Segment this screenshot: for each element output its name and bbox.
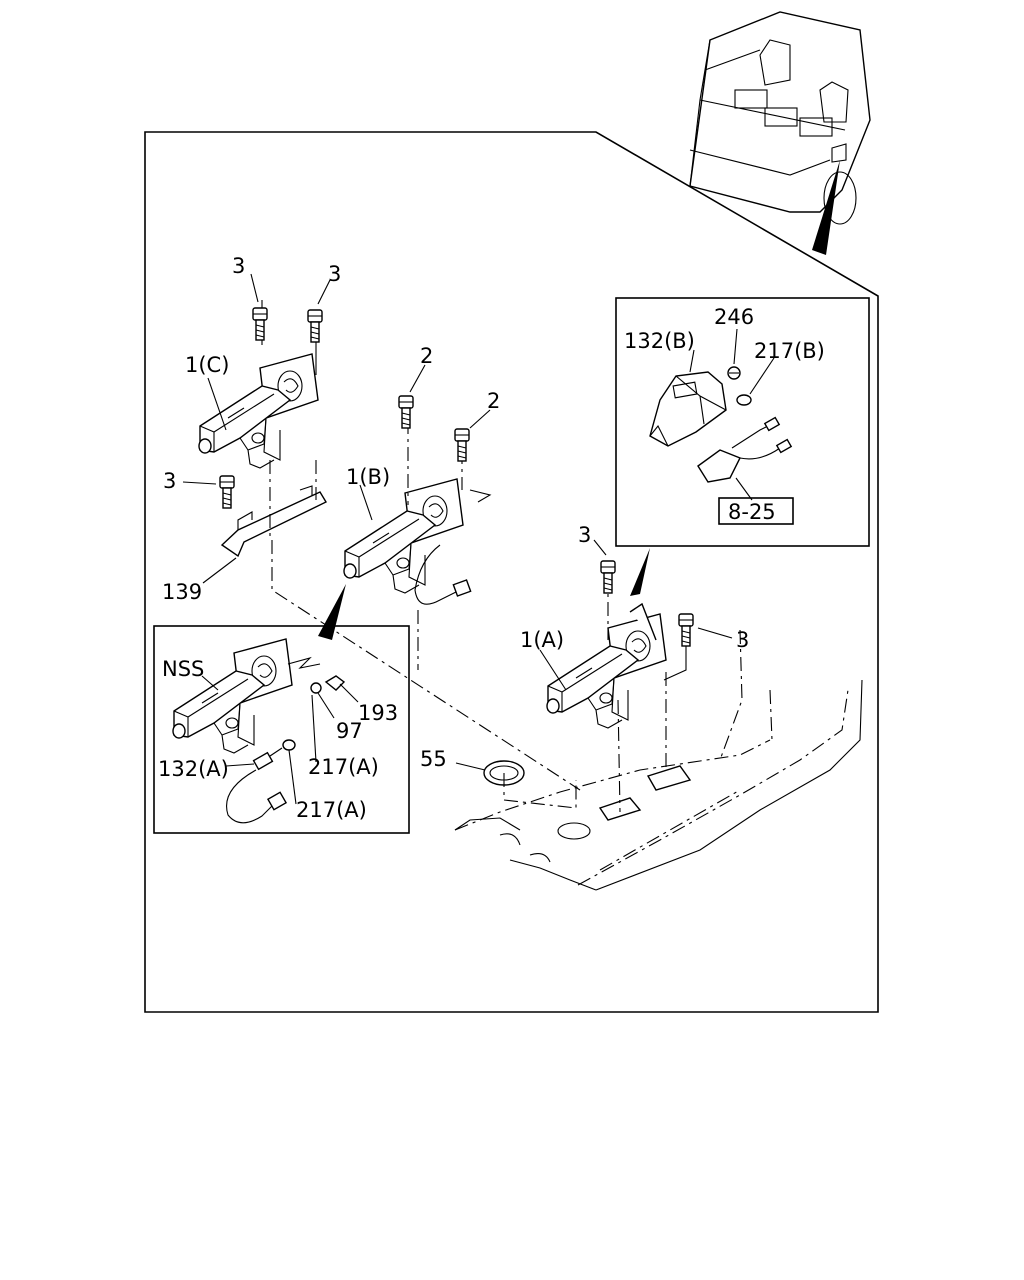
label-part-217a: 217(A) bbox=[308, 755, 379, 779]
label-part-217a: 217(A) bbox=[296, 798, 367, 822]
label-part-139: 139 bbox=[162, 580, 202, 604]
reference-box-8-25 bbox=[718, 497, 794, 525]
label-part-132b: 132(B) bbox=[624, 329, 695, 353]
diagram-frame bbox=[144, 131, 879, 1013]
parking-brake-lever-nss bbox=[172, 638, 321, 754]
bolt-icon bbox=[252, 307, 268, 341]
label-bolt-2: 2 bbox=[420, 344, 433, 368]
label-part-55: 55 bbox=[420, 747, 447, 771]
label-part-132a: 132(A) bbox=[158, 757, 229, 781]
detail-inset-nss bbox=[153, 625, 410, 834]
label-part-1b: 1(B) bbox=[346, 465, 390, 489]
bracket-139 bbox=[220, 460, 327, 558]
parking-brake-lever-1a bbox=[546, 575, 687, 729]
parking-brake-lever-1b bbox=[343, 420, 492, 605]
bolt-icon bbox=[219, 475, 235, 509]
bolt-icon bbox=[678, 613, 694, 647]
label-part-246: 246 bbox=[714, 305, 754, 329]
switch-unit bbox=[697, 416, 793, 483]
label-part-1c: 1(C) bbox=[185, 353, 229, 377]
bolt-icon bbox=[454, 428, 470, 462]
label-part-97: 97 bbox=[336, 719, 363, 743]
label-nss: NSS bbox=[162, 657, 204, 681]
label-part-193: 193 bbox=[358, 701, 398, 725]
harness-132a bbox=[226, 747, 288, 824]
bolt-icon bbox=[307, 309, 323, 343]
bolt-icon bbox=[398, 395, 414, 429]
label-bolt-3: 3 bbox=[328, 262, 341, 286]
bolt-icon bbox=[600, 560, 616, 594]
truck-cab-icon bbox=[689, 11, 871, 255]
floor-outline bbox=[454, 629, 863, 891]
switch-cover-132b bbox=[649, 371, 727, 447]
label-bolt-3: 3 bbox=[736, 628, 749, 652]
label-part-1a: 1(A) bbox=[520, 628, 564, 652]
label-part-217b: 217(B) bbox=[754, 339, 825, 363]
label-ref-8-25: 8-25 bbox=[728, 500, 776, 524]
label-bolt-2: 2 bbox=[487, 389, 500, 413]
label-bolt-3: 3 bbox=[578, 523, 591, 547]
leader-lines bbox=[182, 273, 775, 805]
label-bolt-3: 3 bbox=[163, 469, 176, 493]
label-bolt-3: 3 bbox=[232, 254, 245, 278]
detail-inset-132b bbox=[615, 297, 870, 547]
